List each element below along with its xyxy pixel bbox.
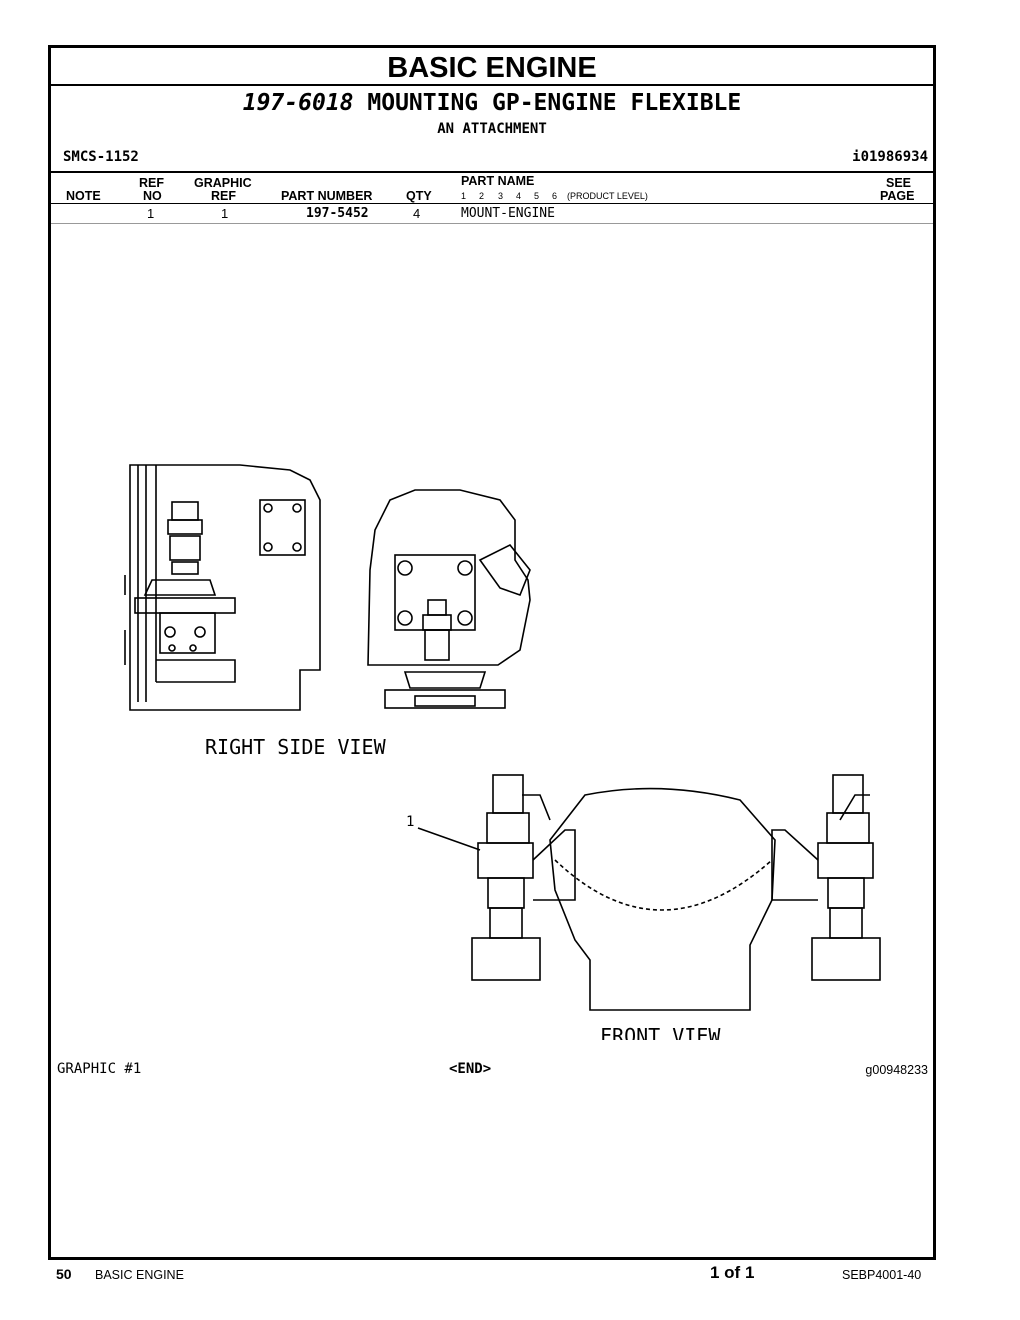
row-part-number[interactable]: 197-5452 [306, 206, 369, 221]
group-name: MOUNTING GP-ENGINE FLEXIBLE [367, 90, 742, 116]
row-rule [51, 223, 933, 224]
table-top-rule [51, 171, 933, 173]
right-side-view [124, 464, 321, 711]
footer-section: BASIC ENGINE [95, 1268, 184, 1282]
row-part-name: MOUNT-ENGINE [461, 206, 555, 221]
group-title: 197-6018 MOUNTING GP-ENGINE FLEXIBLE [51, 90, 933, 116]
header-graphic-ref-bottom: REF [211, 189, 236, 203]
product-level-4: 4 [516, 191, 522, 201]
front-view-label: FRONT VIEW [600, 1024, 721, 1040]
header-note: NOTE [66, 189, 101, 203]
product-level-5: 5 [534, 191, 540, 201]
graphic-id: g00948233 [865, 1063, 928, 1077]
illustration-id: i01986934 [852, 149, 928, 165]
footer-doc-number: SEBP4001-40 [842, 1268, 922, 1282]
header-see-page-top: SEE [886, 176, 912, 190]
header-part-number: PART NUMBER [281, 189, 373, 203]
header-ref-no-top: REF [139, 176, 164, 190]
right-side-view-label: RIGHT SIDE VIEW [205, 735, 387, 759]
row-ref-no: 1 [147, 206, 155, 221]
engine-mount-drawing: RIGHT SIDE VIEW 1 FRONT VIEW [124, 464, 881, 1040]
attachment-label: AN ATTACHMENT [437, 121, 547, 137]
header-graphic-ref-top: GRAPHIC [194, 176, 252, 190]
end-marker: <END> [449, 1061, 492, 1077]
header-ref-no-bottom: NO [143, 189, 162, 203]
group-part-number: 197-6018 [242, 90, 354, 116]
product-level-6: 6 [552, 191, 558, 201]
row-graphic-ref: 1 [221, 206, 229, 221]
front-view [417, 774, 881, 1011]
graphic-label: GRAPHIC #1 [57, 1061, 142, 1077]
product-level-label: (PRODUCT LEVEL) [567, 191, 648, 201]
row-qty: 4 [413, 206, 421, 221]
footer-page-of: 1 of 1 [710, 1263, 755, 1282]
header-rule [51, 203, 933, 204]
header-see-page-bottom: PAGE [880, 189, 915, 203]
section-title: BASIC ENGINE [51, 48, 933, 86]
header-qty: QTY [406, 189, 432, 203]
product-level-3: 3 [498, 191, 504, 201]
header-part-name: PART NAME [461, 174, 535, 188]
footer-page-number: 50 [56, 1266, 72, 1282]
page-frame: BASIC ENGINE 197-6018 MOUNTING GP-ENGINE… [48, 45, 936, 1260]
product-level-2: 2 [479, 191, 485, 201]
callout-1: 1 [406, 814, 414, 830]
product-level-1: 1 [461, 191, 467, 201]
right-side-view-second [367, 489, 531, 709]
smcs-code: SMCS-1152 [63, 149, 139, 165]
